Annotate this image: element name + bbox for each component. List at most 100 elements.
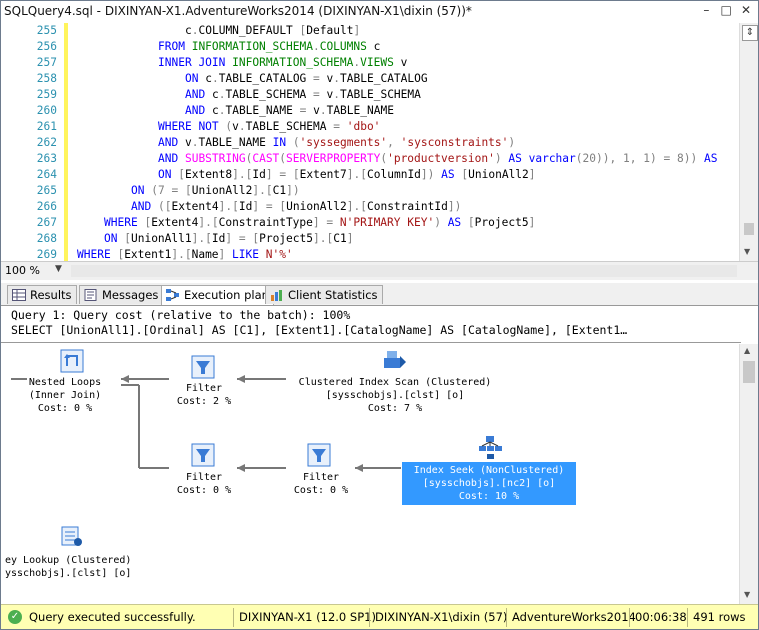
line-number: 264 — [36, 168, 57, 181]
maximize-button[interactable]: □ — [720, 3, 732, 17]
line-number: 269 — [36, 248, 57, 261]
statistics-icon — [271, 290, 282, 301]
line-code[interactable]: FROM INFORMATION_SCHEMA.COLUMNS c — [158, 40, 381, 53]
filter-icon[interactable] — [306, 442, 332, 468]
results-tabs: Results Messages Execution plan Client S… — [1, 283, 758, 306]
status-server: DIXINYAN-X1 (12.0 SP1) — [239, 610, 376, 624]
code-line[interactable]: 257 INNER JOIN INFORMATION_SCHEMA.VIEWS … — [1, 55, 408, 71]
nested-loops-node[interactable]: Nested Loops (Inner Join) Cost: 0 % — [28, 377, 102, 414]
status-divider — [506, 608, 507, 627]
code-line[interactable]: 259 AND c.TABLE_SCHEMA = v.TABLE_SCHEMA — [1, 87, 421, 103]
tab-messages[interactable]: Messages — [79, 285, 164, 304]
close-button[interactable]: ✕ — [740, 3, 752, 17]
line-code[interactable]: ON c.TABLE_CATALOG = v.TABLE_CATALOG — [185, 72, 428, 85]
line-code[interactable]: INNER JOIN INFORMATION_SCHEMA.VIEWS v — [158, 56, 408, 69]
query-sql-text: SELECT [UnionAll1].[Ordinal] AS [C1], [E… — [11, 323, 628, 337]
editor-zoom-bar: 100 % ▼ — [1, 261, 758, 280]
code-line[interactable]: 264 ON [Extent8].[Id] = [Extent7].[Colum… — [1, 167, 536, 183]
line-code[interactable]: WHERE [Extent4].[ConstraintType] = N'PRI… — [104, 216, 536, 229]
line-code[interactable]: ON [UnionAll1].[Id] = [Project5].[C1] — [104, 232, 354, 245]
tab-execution-plan[interactable]: Execution plan — [161, 285, 274, 305]
zoom-level[interactable]: 100 % — [5, 264, 40, 277]
filter-top-node[interactable]: Filter Cost: 2 % — [176, 383, 232, 407]
filter-mid-right-node[interactable]: Filter Cost: 0 % — [293, 472, 349, 496]
line-number: 261 — [36, 120, 57, 133]
query-status-bar: ✓ Query executed successfully. DIXINYAN-… — [1, 604, 758, 629]
line-code[interactable]: ON (7 = [UnionAll2].[C1]) — [131, 184, 300, 197]
code-line[interactable]: 263 AND SUBSTRING(CAST(SERVERPROPERTY('p… — [1, 151, 718, 167]
zoom-dropdown-icon[interactable]: ▼ — [55, 264, 62, 274]
tab-results[interactable]: Results — [7, 285, 77, 304]
line-number: 266 — [36, 200, 57, 213]
code-line[interactable]: 265 ON (7 = [UnionAll2].[C1]) — [1, 183, 300, 199]
code-line[interactable]: 269 WHERE [Extent1].[Name] LIKE N'%' — [1, 247, 293, 261]
window-controls: – □ ✕ — [698, 3, 754, 17]
code-line[interactable]: 255 c.COLUMN_DEFAULT [Default] — [1, 23, 360, 39]
editor-horizontal-scrollbar[interactable] — [71, 265, 737, 277]
code-line[interactable]: 262 AND v.TABLE_NAME IN ('syssegments', … — [1, 135, 515, 151]
key-lookup-icon[interactable] — [58, 523, 84, 549]
scroll-down-icon[interactable]: ▼ — [744, 590, 751, 599]
line-number: 268 — [36, 232, 57, 245]
code-line[interactable]: 268 ON [UnionAll1].[Id] = [Project5].[C1… — [1, 231, 354, 247]
plan-vertical-scrollbar[interactable]: ▲ ▼ — [739, 344, 758, 604]
plan-scroll-thumb[interactable] — [743, 361, 755, 383]
editor-vertical-scrollbar[interactable]: ⇕ ▼ — [739, 23, 758, 261]
tab-execution-plan-label: Execution plan — [184, 288, 269, 302]
split-icon[interactable]: ⇕ — [742, 25, 758, 41]
code-line[interactable]: 266 AND ([Extent4].[Id] = [UnionAll2].[C… — [1, 199, 462, 215]
line-code[interactable]: AND v.TABLE_NAME IN ('syssegments', 'sys… — [158, 136, 516, 149]
editor-scroll-thumb[interactable] — [744, 223, 754, 235]
clustered-index-scan-icon[interactable] — [381, 346, 407, 372]
line-number: 259 — [36, 88, 57, 101]
execution-plan-pane[interactable]: Query 1: Query cost (relative to the bat… — [1, 306, 758, 604]
scroll-down-icon[interactable]: ▼ — [744, 247, 751, 256]
status-database: AdventureWorks2014 — [512, 610, 636, 624]
code-line[interactable]: 256 FROM INFORMATION_SCHEMA.COLUMNS c — [1, 39, 381, 55]
line-number: 267 — [36, 216, 57, 229]
filter-icon[interactable] — [190, 354, 216, 380]
line-number: 257 — [36, 56, 57, 69]
success-check-icon: ✓ — [8, 610, 22, 624]
line-code[interactable]: ON [Extent8].[Id] = [Extent7].[ColumnId]… — [158, 168, 536, 181]
nested-loops-icon[interactable] — [59, 348, 85, 374]
line-code[interactable]: AND c.TABLE_NAME = v.TABLE_NAME — [185, 104, 394, 117]
line-code[interactable]: AND SUBSTRING(CAST(SERVERPROPERTY('produ… — [158, 152, 718, 165]
clustered-index-scan-node[interactable]: Clustered Index Scan (Clustered) [syssch… — [298, 377, 492, 414]
grid-icon — [12, 289, 26, 301]
line-number: 258 — [36, 72, 57, 85]
line-code[interactable]: AND c.TABLE_SCHEMA = v.TABLE_SCHEMA — [185, 88, 421, 101]
line-code[interactable]: WHERE [Extent1].[Name] LIKE N'%' — [77, 248, 293, 261]
status-divider — [687, 608, 688, 627]
window-title: SQLQuery4.sql - DIXINYAN-X1.AdventureWor… — [4, 4, 472, 18]
status-divider — [233, 608, 234, 627]
key-lookup-node[interactable]: ey Lookup (Clustered) ysschobjs].[clst] … — [5, 555, 132, 579]
query-editor[interactable]: 255 c.COLUMN_DEFAULT [Default]256 FROM I… — [1, 23, 739, 261]
line-code[interactable]: c.COLUMN_DEFAULT [Default] — [185, 24, 361, 37]
code-line[interactable]: 261 WHERE NOT (v.TABLE_SCHEMA = 'dbo' — [1, 119, 381, 135]
line-code[interactable]: AND ([Extent4].[Id] = [UnionAll2].[Const… — [131, 200, 462, 213]
plan-connectors — [11, 375, 401, 472]
code-line[interactable]: 258 ON c.TABLE_CATALOG = v.TABLE_CATALOG — [1, 71, 428, 87]
tab-results-label: Results — [30, 288, 72, 302]
tab-messages-label: Messages — [102, 288, 159, 302]
code-line[interactable]: 260 AND c.TABLE_NAME = v.TABLE_NAME — [1, 103, 394, 119]
line-number: 255 — [36, 24, 57, 37]
line-code[interactable]: WHERE NOT (v.TABLE_SCHEMA = 'dbo' — [158, 120, 381, 133]
filter-icon[interactable] — [190, 442, 216, 468]
execution-plan-icon — [166, 289, 179, 301]
query-cost-header: Query 1: Query cost (relative to the bat… — [11, 308, 351, 322]
scroll-up-icon[interactable]: ▲ — [744, 346, 751, 355]
tab-client-statistics-label: Client Statistics — [288, 288, 378, 302]
status-message: Query executed successfully. — [29, 610, 196, 624]
code-line[interactable]: 267 WHERE [Extent4].[ConstraintType] = N… — [1, 215, 536, 231]
line-number: 265 — [36, 184, 57, 197]
index-seek-icon[interactable] — [477, 434, 503, 460]
index-seek-node[interactable]: Index Seek (NonClustered) [sysschobjs].[… — [402, 462, 576, 505]
tab-client-statistics[interactable]: Client Statistics — [265, 285, 383, 304]
filter-mid-left-node[interactable]: Filter Cost: 0 % — [176, 472, 232, 496]
line-number: 256 — [36, 40, 57, 53]
messages-icon — [84, 289, 97, 301]
minimize-button[interactable]: – — [703, 3, 710, 17]
